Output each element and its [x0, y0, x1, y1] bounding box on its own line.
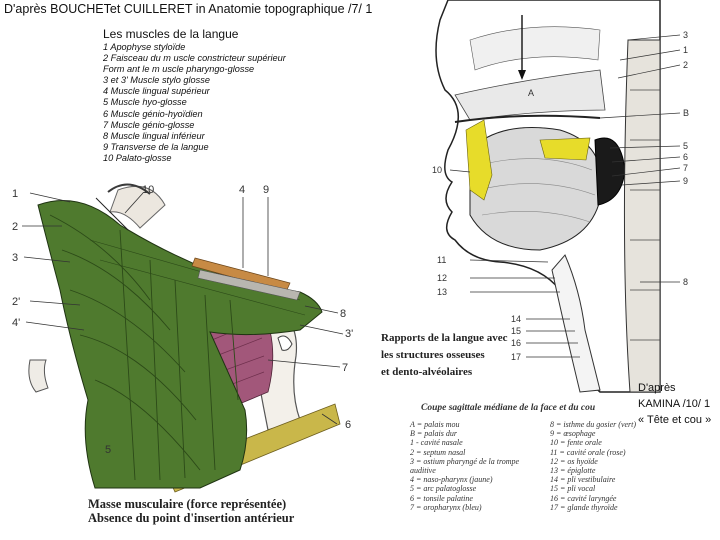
- legend-item: auditive: [410, 466, 436, 476]
- left-label-8: 8: [340, 308, 346, 320]
- credit-line: D'après: [638, 382, 676, 394]
- legend-item: B = palais dur: [410, 429, 457, 439]
- right-caption-line: Rapports de la langue avec: [381, 332, 508, 344]
- muscle-list-item: 3 et 3' Muscle stylo glosse: [103, 75, 210, 86]
- legend-item: 1 - cavité nasale: [410, 438, 463, 448]
- muscle-list-title: Les muscles de la langue: [103, 27, 239, 41]
- right-label-2: 2: [683, 60, 688, 70]
- right-label-14: 14: [511, 314, 521, 324]
- legend-title: Coupe sagittale médiane de la face et du…: [421, 403, 596, 413]
- muscle-list-item: 8 Muscle lingual inférieur: [103, 130, 205, 141]
- legend-item: 9 = œsophage: [550, 429, 596, 439]
- left-label-2-prime: 2': [12, 296, 20, 308]
- left-label-4-prime: 4': [12, 317, 20, 329]
- right-label-b: B: [683, 108, 689, 118]
- legend-item: 11 = cavité orale (rose): [550, 447, 626, 457]
- legend-item: 16 = cavité laryngée: [550, 493, 617, 503]
- right-label-16: 16: [511, 338, 521, 348]
- right-label-6: 6: [683, 152, 688, 162]
- right-label-15: 15: [511, 326, 521, 336]
- legend-item: 13 = épiglotte: [550, 466, 596, 476]
- legend-column-1: A = palais mou B = palais dur 1 - cavité…: [410, 420, 519, 512]
- muscle-list-item: 5 Muscle hyo-glosse: [103, 97, 187, 108]
- left-figure-caption: Masse musculaire (force représentée) Abs…: [88, 497, 294, 525]
- right-label-9: 9: [683, 176, 688, 186]
- legend-item: 3 = ostium pharyngé de la trompe: [410, 456, 520, 466]
- credit-line: KAMINA /10/ 1: [638, 398, 711, 410]
- legend-item: 10 = fente orale: [550, 438, 602, 448]
- sagittal-section-illustration: 3 1 2 A B 10 5 6 7 9 8 11 12 13 14 15 16…: [432, 0, 689, 393]
- right-caption-line: et dento-alvéolaires: [381, 366, 473, 378]
- right-figure-caption: Rapports de la langue avec les structure…: [381, 330, 508, 381]
- legend-item: 6 = tonsile palatine: [410, 493, 473, 503]
- left-caption-line: Masse musculaire (force représentée): [88, 497, 287, 511]
- right-label-a: A: [528, 88, 534, 98]
- muscle-list-item: 10 Palato-glosse: [103, 152, 172, 163]
- muscle-list-item: 6 Muscle génio-hyoïdien: [103, 108, 203, 119]
- right-caption-line: les structures osseuses: [381, 349, 485, 361]
- muscle-list-item: 4 Muscle lingual supérieur: [103, 86, 210, 97]
- left-label-5: 5: [105, 444, 111, 456]
- muscle-list-item: 2 Faisceau du m uscle constricteur supér…: [103, 53, 286, 64]
- credit-line: « Tête et cou »: [638, 414, 712, 426]
- left-caption-line: Absence du point d'insertion antérieur: [88, 511, 295, 525]
- legend-item: A = palais mou: [410, 420, 460, 429]
- legend-item: 7 = oropharynx (bleu): [410, 502, 482, 512]
- right-label-8: 8: [683, 277, 688, 287]
- legend-item: 17 = glande thyroïde: [550, 502, 618, 512]
- legend-item: 12 = os hyoïde: [550, 456, 598, 466]
- right-label-1: 1: [683, 45, 688, 55]
- muscle-list: 1 Apophyse styloïde 2 Faisceau du m uscl…: [103, 42, 286, 164]
- left-label-2: 2: [12, 221, 18, 233]
- source-header: D'après BOUCHETet CUILLERET in Anatomie …: [4, 2, 373, 16]
- muscle-list-item: Form ant le m uscle pharyngo-glosse: [103, 64, 255, 75]
- muscle-list-item: 7 Muscle génio-glosse: [103, 119, 195, 130]
- left-label-3-prime: 3': [345, 328, 353, 340]
- legend-item: 2 = septum nasal: [410, 447, 466, 457]
- left-label-9: 9: [263, 184, 269, 196]
- left-label-7: 7: [342, 362, 348, 374]
- right-label-17: 17: [511, 352, 521, 362]
- legend-item: 14 = pli vestibulaire: [550, 475, 616, 485]
- image-credit: D'après KAMINA /10/ 1 « Tête et cou »: [638, 380, 720, 428]
- right-label-11: 11: [437, 255, 446, 265]
- legend-column-2: 8 = isthme du gosier (vert) 9 = œsophage…: [550, 420, 636, 512]
- right-label-13: 13: [437, 287, 447, 297]
- left-label-10: 10: [142, 184, 154, 196]
- muscle-list-item: 9 Transverse de la langue: [103, 141, 209, 152]
- left-label-4: 4: [239, 184, 245, 196]
- legend-item: 8 = isthme du gosier (vert): [550, 420, 637, 429]
- legend-item: 4 = naso-pharynx (jaune): [410, 475, 493, 485]
- right-label-10: 10: [432, 165, 442, 175]
- left-label-6: 6: [345, 419, 351, 431]
- right-label-12: 12: [437, 273, 447, 283]
- right-label-5: 5: [683, 141, 688, 151]
- muscle-list-item: 1 Apophyse styloïde: [103, 42, 186, 52]
- legend-item: 15 = pli vocal: [550, 484, 596, 494]
- right-label-3: 3: [683, 30, 688, 40]
- left-label-1: 1: [12, 188, 18, 200]
- right-label-7: 7: [683, 163, 688, 173]
- legend-item: 5 = arc palatoglosse: [410, 484, 477, 494]
- left-label-3: 3: [12, 252, 18, 264]
